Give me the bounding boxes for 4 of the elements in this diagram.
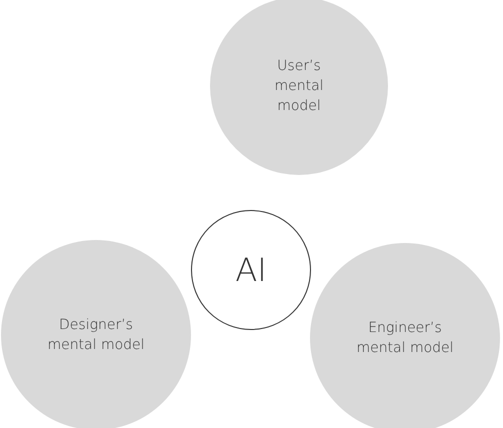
circle-label: AI (234, 250, 268, 291)
circle-label: User’s mental model (273, 56, 325, 116)
circle-label: Designer’s mental model (46, 316, 146, 355)
circle-label: Engineer’s mental model (355, 318, 455, 358)
